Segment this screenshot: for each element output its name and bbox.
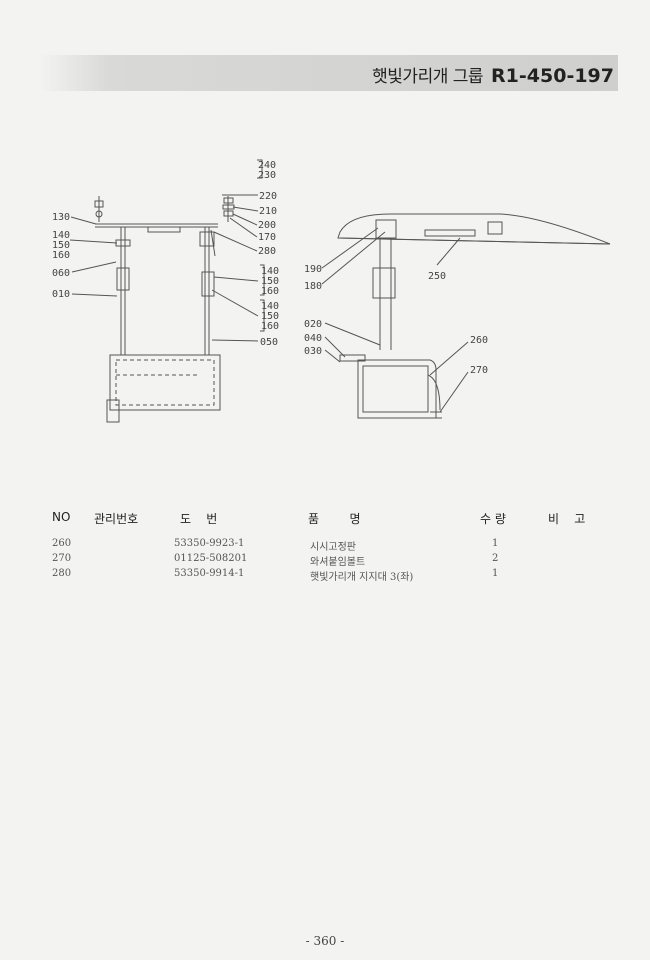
- callout-160: 160: [52, 250, 70, 261]
- callout-140c: 140: [261, 301, 279, 312]
- callout-140b: 140: [261, 266, 279, 277]
- callout-130: 130: [52, 212, 70, 223]
- callout-190: 190: [304, 264, 322, 275]
- callout-220: 220: [259, 191, 277, 202]
- row-part-name: 와셔붙임볼트: [310, 557, 366, 568]
- callout-200: 200: [258, 220, 276, 231]
- row-drawing-no: 53350-9923-1: [174, 538, 245, 549]
- row-drawing-no: 01125-508201: [174, 553, 248, 564]
- callout-040: 040: [304, 333, 322, 344]
- callout-050: 050: [260, 337, 278, 348]
- row-drawing-no: 53350-9914-1: [174, 568, 245, 579]
- col-drawing-no: 도 번: [180, 512, 218, 526]
- callout-280: 280: [258, 246, 276, 257]
- callout-150b: 150: [261, 276, 279, 287]
- callout-230: 230: [258, 170, 276, 181]
- row-no: 270: [52, 553, 72, 564]
- callout-250: 250: [428, 271, 446, 282]
- header-band: [40, 55, 618, 91]
- col-remarks: 비 고: [548, 512, 586, 526]
- table-row: 270 01125-508201 와셔붙임볼트 2: [0, 553, 650, 568]
- parts-table-header: NO 관리번호 도 번 품 명 수 량 비 고: [0, 510, 650, 530]
- callout-260: 260: [470, 335, 488, 346]
- table-row: 260 53350-9923-1 시시고정판 1: [0, 538, 650, 553]
- col-part-name: 품 명: [308, 512, 361, 526]
- callout-170: 170: [258, 232, 276, 243]
- page-number: - 360 -: [305, 934, 345, 948]
- group-name: 햇빛가리개 그룹: [372, 67, 484, 87]
- row-part-name: 시시고정판: [310, 542, 356, 553]
- col-no: NO: [52, 510, 71, 524]
- right-assembly-drawing: [321, 213, 611, 419]
- col-mgmt-no: 관리번호: [94, 512, 139, 526]
- callout-240: 240: [258, 160, 276, 171]
- callout-030: 030: [304, 346, 322, 357]
- row-quantity: 1: [492, 568, 499, 579]
- callout-060: 060: [52, 268, 70, 279]
- row-quantity: 1: [492, 538, 499, 549]
- callout-010: 010: [52, 289, 70, 300]
- callout-160c: 160: [261, 321, 279, 332]
- callout-160b: 160: [261, 286, 279, 297]
- callout-140: 140: [52, 230, 70, 241]
- row-no: 280: [52, 568, 72, 579]
- callout-210: 210: [259, 206, 277, 217]
- col-quantity: 수 량: [480, 512, 506, 526]
- row-part-name: 햇빛가리개 지지대 3(좌): [310, 572, 414, 583]
- left-assembly-drawing: [69, 159, 265, 423]
- row-no: 260: [52, 538, 72, 549]
- callout-020: 020: [304, 319, 322, 330]
- page-title: 햇빛가리개 그룹 R1-450-197: [372, 62, 614, 87]
- table-row: 280 53350-9914-1 햇빛가리개 지지대 3(좌) 1: [0, 568, 650, 583]
- callout-150c: 150: [261, 311, 279, 322]
- callout-180: 180: [304, 281, 322, 292]
- callout-150: 150: [52, 240, 70, 251]
- group-code: R1-450-197: [491, 65, 614, 87]
- row-quantity: 2: [492, 553, 499, 564]
- callout-270: 270: [470, 365, 488, 376]
- parts-diagram: 130 140 150 160 060 010 240 230 220 210 …: [52, 159, 611, 423]
